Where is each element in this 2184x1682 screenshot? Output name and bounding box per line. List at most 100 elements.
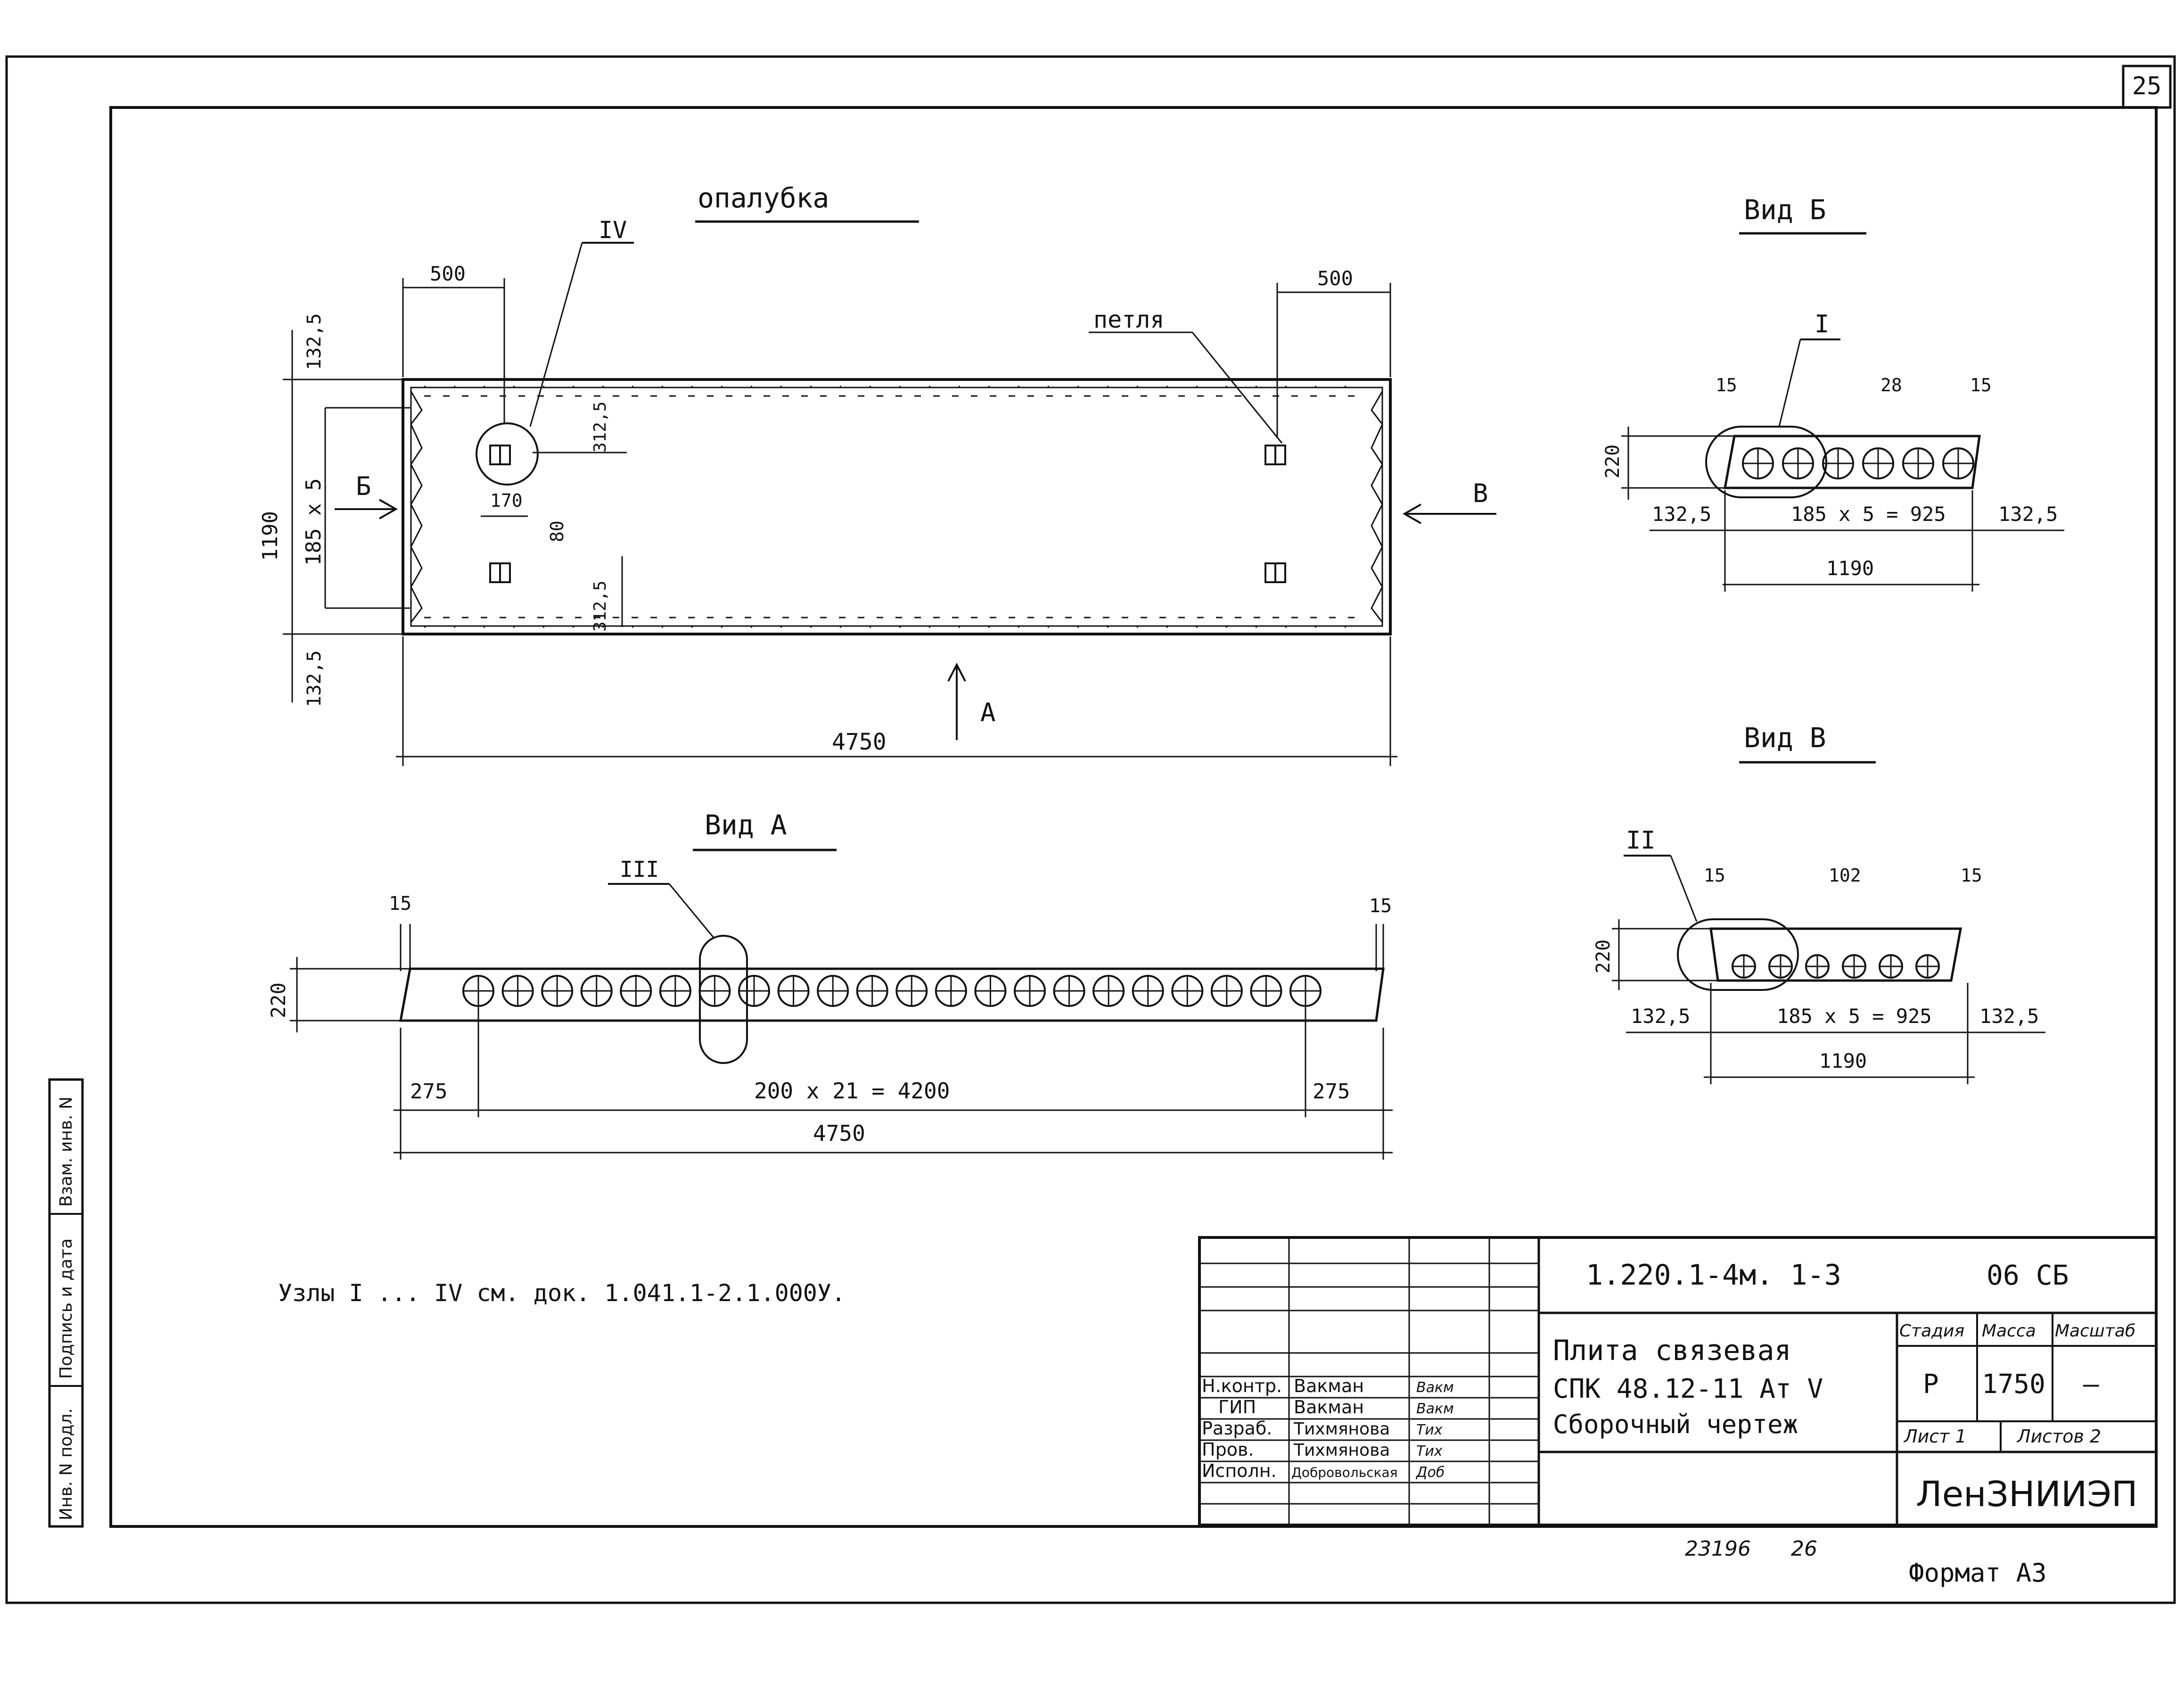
product-name-2: СПК 48.12-11 Ат V bbox=[1553, 1374, 1823, 1404]
view-b-callout: I bbox=[1815, 310, 1829, 338]
view-b-edge-r: 15 bbox=[1970, 375, 1992, 396]
arrow-v-label: В bbox=[1473, 478, 1488, 508]
outer-border bbox=[5, 55, 2176, 1604]
mass-header: Масса bbox=[1982, 1321, 2036, 1341]
footer-number: 23196 bbox=[1685, 1537, 1751, 1561]
sheet-number-box bbox=[2122, 65, 2172, 109]
dim-length: 4750 bbox=[832, 729, 887, 755]
view-b-pitch: 185 x 5 = 925 bbox=[1791, 503, 1946, 526]
view-a-offset-r: 275 bbox=[1313, 1080, 1350, 1104]
dim-edge-top: 132,5 bbox=[304, 313, 325, 370]
dim-pitch: 185 x 5 bbox=[302, 478, 326, 566]
dim-top-right: 500 bbox=[1317, 267, 1353, 290]
view-b-width: 1190 bbox=[1826, 557, 1874, 580]
org-name: ЛенЗНИИЭП bbox=[1916, 1474, 2138, 1515]
view-a-edge-r: 15 bbox=[1369, 895, 1392, 917]
title-block: Н.контр. Вакман Вакм ГИП Вакман Вакм Раз… bbox=[1198, 1236, 2158, 1526]
stage-value: Р bbox=[1923, 1369, 1939, 1400]
view-a-edge-l: 15 bbox=[389, 893, 411, 915]
stage-header: Стадия bbox=[1899, 1321, 1964, 1341]
format-label: Формат А3 bbox=[1909, 1558, 2047, 1588]
view-v-side-l: 132,5 bbox=[1631, 1005, 1690, 1028]
view-v-pitch: 185 x 5 = 925 bbox=[1777, 1005, 1932, 1028]
lifting-loop bbox=[489, 445, 1286, 583]
sign-1: Вакм bbox=[1416, 1401, 1454, 1417]
dim-loop-offset-bottom: 312,5 bbox=[591, 581, 610, 632]
view-a-dim-height: 220 bbox=[267, 982, 290, 1018]
view-v: Вид В II 15 102 15 220 132,5 185 x 5 = 9… bbox=[1593, 722, 2045, 1084]
view-a-pitch: 200 x 21 = 4200 bbox=[754, 1078, 950, 1104]
view-a-length: 4750 bbox=[813, 1121, 865, 1146]
dim-top-left: 500 bbox=[430, 262, 466, 285]
formwork-view: опалубка IV петля bbox=[258, 182, 1496, 766]
name-0: Вакман bbox=[1294, 1376, 1364, 1396]
slab-plan bbox=[402, 378, 1392, 635]
side-stamp-inv: Инв. N подл. bbox=[57, 1408, 76, 1520]
mass-value: 1750 bbox=[1982, 1369, 2045, 1400]
scale-header: Масштаб bbox=[2055, 1321, 2135, 1341]
callout-iv: IV bbox=[599, 216, 627, 244]
view-v-edge-l: 15 bbox=[1704, 865, 1725, 886]
nodes-note: Узлы I ... IV см. док. 1.041.1-2.1.000У. bbox=[278, 1279, 846, 1307]
name-4: Добровольская bbox=[1291, 1465, 1398, 1480]
sheet-label: Лист 1 bbox=[1903, 1426, 1967, 1447]
sign-0: Вакм bbox=[1416, 1379, 1454, 1396]
slab-elevation bbox=[399, 967, 1385, 1022]
dim-height: 1190 bbox=[258, 511, 282, 561]
view-a-title: Вид А bbox=[705, 809, 787, 841]
name-3: Тихмянова bbox=[1293, 1441, 1390, 1460]
scale-value: — bbox=[2083, 1369, 2099, 1400]
view-v-title: Вид В bbox=[1744, 722, 1826, 754]
view-a: Вид А III 220 15 15 275 200 x 21 = 4200 … bbox=[267, 809, 1393, 1160]
view-b: Вид Б I 15 28 15 220 132,5 185 x 5 = 925… bbox=[1602, 194, 2064, 592]
view-v-mid: 102 bbox=[1829, 865, 1861, 886]
role-2: Разраб. bbox=[1202, 1418, 1272, 1439]
dim-loop-w: 170 bbox=[490, 490, 523, 511]
view-b-edge-l: 15 bbox=[1716, 375, 1737, 396]
sign-4: Доб bbox=[1415, 1464, 1445, 1481]
view-b-height: 220 bbox=[1602, 445, 1624, 478]
name-2: Тихмянова bbox=[1293, 1419, 1390, 1439]
view-b-mid: 28 bbox=[1880, 375, 1902, 396]
view-v-side-r: 132,5 bbox=[1979, 1005, 2039, 1028]
view-v-edge-r: 15 bbox=[1961, 865, 1982, 886]
sign-2: Тих bbox=[1416, 1422, 1443, 1438]
footer-copy: 26 bbox=[1791, 1537, 1817, 1561]
dim-loop-h: 80 bbox=[547, 520, 567, 542]
role-1: ГИП bbox=[1218, 1397, 1256, 1418]
view-v-height: 220 bbox=[1593, 940, 1614, 973]
role-3: Пров. bbox=[1202, 1439, 1254, 1460]
view-v-width: 1190 bbox=[1819, 1049, 1867, 1072]
view-v-callout: II bbox=[1626, 826, 1656, 855]
rebar-ticks bbox=[424, 386, 1367, 628]
sheets-label: Листов 2 bbox=[2016, 1426, 2101, 1447]
sheet-number: 25 bbox=[2132, 72, 2162, 100]
product-name-1: Плита связевая bbox=[1553, 1334, 1791, 1367]
name-1: Вакман bbox=[1294, 1397, 1364, 1418]
side-stamp: Взам. инв. N Подпись и дата Инв. N подл. bbox=[48, 1078, 84, 1528]
doc-code: 1.220.1-4м. 1-3 bbox=[1586, 1259, 1841, 1292]
formwork-title: опалубка bbox=[698, 182, 829, 214]
inner-border bbox=[109, 106, 2158, 1528]
view-b-side-l: 132,5 bbox=[1652, 503, 1711, 526]
view-b-title: Вид Б bbox=[1744, 194, 1826, 226]
arrow-b-label: Б bbox=[356, 471, 371, 501]
product-name-3: Сборочный чертеж bbox=[1553, 1410, 1798, 1439]
doc-sheet-code: 06 СБ bbox=[1987, 1259, 2069, 1291]
side-stamp-podpis: Подпись и дата bbox=[57, 1238, 76, 1379]
sign-3: Тих bbox=[1416, 1443, 1443, 1459]
dim-loop-offset-top: 312,5 bbox=[591, 402, 610, 453]
arrow-a-label: А bbox=[980, 698, 996, 727]
hollow-cores bbox=[1732, 954, 1940, 979]
dim-edge-bottom: 132,5 bbox=[304, 651, 325, 707]
view-b-side-r: 132,5 bbox=[1998, 503, 2058, 526]
view-a-offset-l: 275 bbox=[410, 1080, 447, 1104]
role-0: Н.контр. bbox=[1202, 1376, 1282, 1396]
roles-table: Н.контр. Вакман Вакм ГИП Вакман Вакм Раз… bbox=[1202, 1376, 1454, 1481]
role-4: Исполн. bbox=[1202, 1460, 1277, 1481]
callout-loop: петля bbox=[1093, 306, 1165, 333]
side-stamp-vzam: Взам. инв. N bbox=[57, 1097, 76, 1207]
hollow-cores bbox=[1742, 447, 1974, 479]
view-a-callout: III bbox=[620, 857, 659, 882]
